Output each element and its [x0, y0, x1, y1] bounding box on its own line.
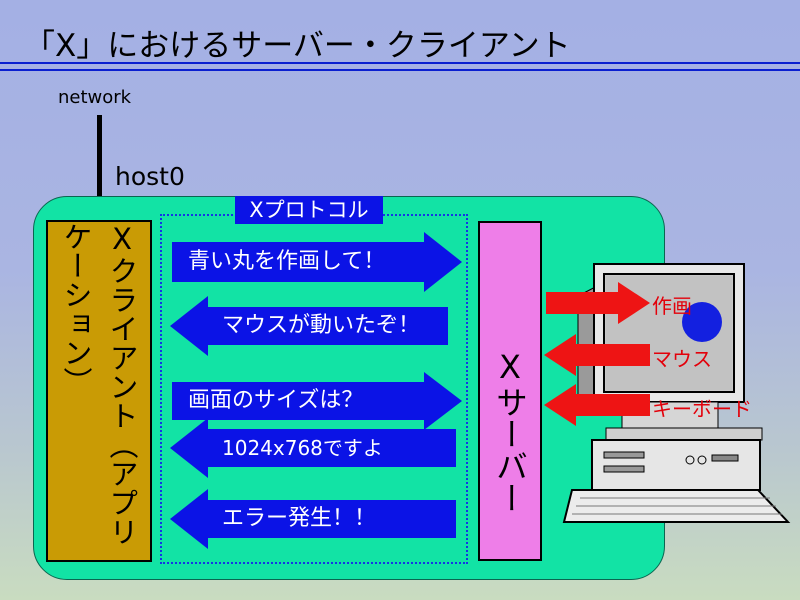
- network-label: network: [58, 87, 132, 108]
- message-arrow-3: [172, 372, 462, 430]
- device-label-draw: 作画: [652, 294, 692, 318]
- blue-circle: [682, 302, 722, 342]
- message-error: エラー発生！！: [222, 506, 377, 531]
- device-arrow-draw: [546, 282, 650, 324]
- message-arrow-2: [170, 296, 448, 356]
- message-screen-size-answer: 1024x768ですよ: [222, 436, 383, 460]
- device-label-mouse: マウス: [652, 347, 712, 371]
- x-server-label: Xサーバー: [491, 348, 529, 514]
- x-client-label: Xクライアント（アプリケーション）: [59, 222, 139, 546]
- message-mouse-moved: マウスが動いたぞ！: [222, 313, 421, 338]
- device-arrow-keyboard: [544, 384, 650, 426]
- slide-title: 「X」におけるサーバー・クライアント: [24, 28, 571, 64]
- message-arrow-4: [170, 418, 456, 478]
- title-rule-bottom: [0, 69, 800, 71]
- device-label-keyboard: キーボード: [652, 397, 752, 421]
- message-screen-size-query: 画面のサイズは？: [188, 388, 364, 413]
- device-arrow-mouse: [544, 334, 650, 376]
- host-label: host0: [115, 162, 185, 191]
- message-arrow-5: [170, 489, 456, 549]
- network-line: [97, 115, 102, 205]
- x-client-box: Xクライアント（アプリケーション）: [46, 220, 152, 562]
- message-draw-blue-circle: 青い丸を作画して！: [188, 249, 386, 274]
- message-arrows: [170, 232, 462, 549]
- device-arrows: [544, 282, 650, 426]
- x-server-box: Xサーバー: [478, 221, 542, 561]
- title-rule-top: [0, 62, 800, 64]
- message-arrow-1: [172, 232, 462, 292]
- protocol-label: Xプロトコル: [235, 196, 383, 224]
